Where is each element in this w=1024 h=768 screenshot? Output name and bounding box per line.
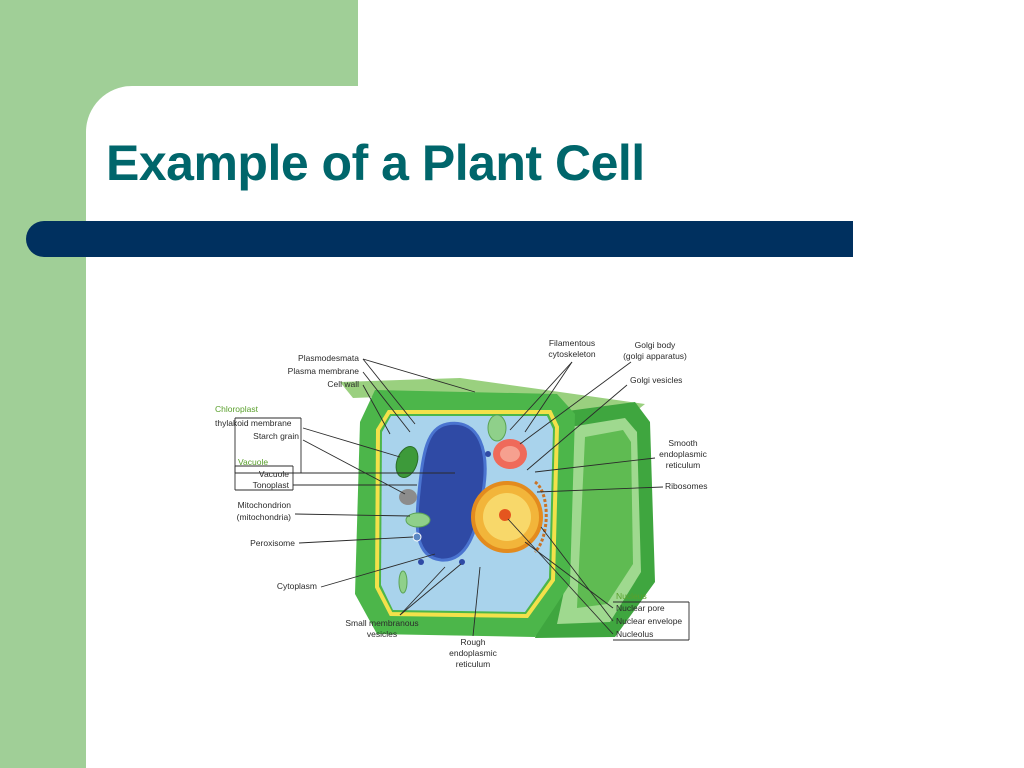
label-mitochondria: (mitochondria) <box>237 512 291 522</box>
label-smooth-er-2: endoplasmic <box>659 449 707 459</box>
cell-illustration <box>340 378 655 638</box>
label-tonoplast: Tonoplast <box>253 480 290 490</box>
label-peroxisome: Peroxisome <box>250 538 295 548</box>
plant-cell-diagram: Plasmodesmata Plasma membrane Cell wall … <box>215 338 708 669</box>
cell-wall-inner-shade <box>577 430 633 608</box>
starch-grain <box>399 489 417 505</box>
vesicle-3 <box>485 451 491 457</box>
label-plasmodesmata: Plasmodesmata <box>298 353 359 363</box>
label-filamentous-1: Filamentous <box>549 338 595 348</box>
chloroplast-3 <box>405 512 431 528</box>
slide-title: Example of a Plant Cell <box>106 135 645 191</box>
chloroplast-4 <box>398 570 408 594</box>
plasma-membrane <box>374 410 560 619</box>
label-small-vesicles-2: vesicles <box>367 629 397 639</box>
leader-lines <box>234 358 690 641</box>
label-golgi-body-2: (golgi apparatus) <box>623 351 687 361</box>
label-chloroplast-group: Chloroplast <box>215 404 259 414</box>
label-rough-er-1: Rough <box>460 637 485 647</box>
label-golgi-vesicles: Golgi vesicles <box>630 375 682 385</box>
label-thylakoid-membrane: thylakoid membrane <box>215 418 292 428</box>
label-nuclear-pore: Nuclear pore <box>616 603 665 613</box>
label-cell-wall: Cell wall <box>327 379 359 389</box>
label-nuclear-envelope: Nuclear envelope <box>616 616 682 626</box>
label-mitochondrion: Mitochondrion <box>238 500 292 510</box>
vesicle-1 <box>418 559 424 565</box>
label-cytoplasm: Cytoplasm <box>277 581 317 591</box>
label-nucleus-group: Nucleus <box>616 591 647 601</box>
vesicle-2 <box>459 559 465 565</box>
label-vacuole-group: Vacuole <box>238 457 268 467</box>
label-small-vesicles-1: Small membranous <box>345 618 418 628</box>
label-plasma-membrane: Plasma membrane <box>288 366 360 376</box>
label-golgi-body-1: Golgi body <box>635 340 676 350</box>
rough-er <box>533 480 548 554</box>
vacuole <box>415 421 487 562</box>
peroxisome <box>412 532 422 542</box>
label-ribosomes: Ribosomes <box>665 481 708 491</box>
chloroplast-1 <box>395 446 419 478</box>
chloroplast-2 <box>487 414 507 442</box>
label-nucleolus: Nucleolus <box>616 629 653 639</box>
nucleolus <box>499 509 511 521</box>
label-smooth-er-1: Smooth <box>668 438 698 448</box>
title-underline-bar <box>26 221 853 257</box>
label-smooth-er-3: reticulum <box>666 460 700 470</box>
label-vacuole: Vacuole <box>259 469 289 479</box>
label-starch-grain: Starch grain <box>253 431 299 441</box>
label-rough-er-3: reticulum <box>456 659 490 669</box>
label-rough-er-2: endoplasmic <box>449 648 497 658</box>
label-filamentous-2: cytoskeleton <box>548 349 596 359</box>
diagram-labels: Plasmodesmata Plasma membrane Cell wall … <box>215 338 708 669</box>
